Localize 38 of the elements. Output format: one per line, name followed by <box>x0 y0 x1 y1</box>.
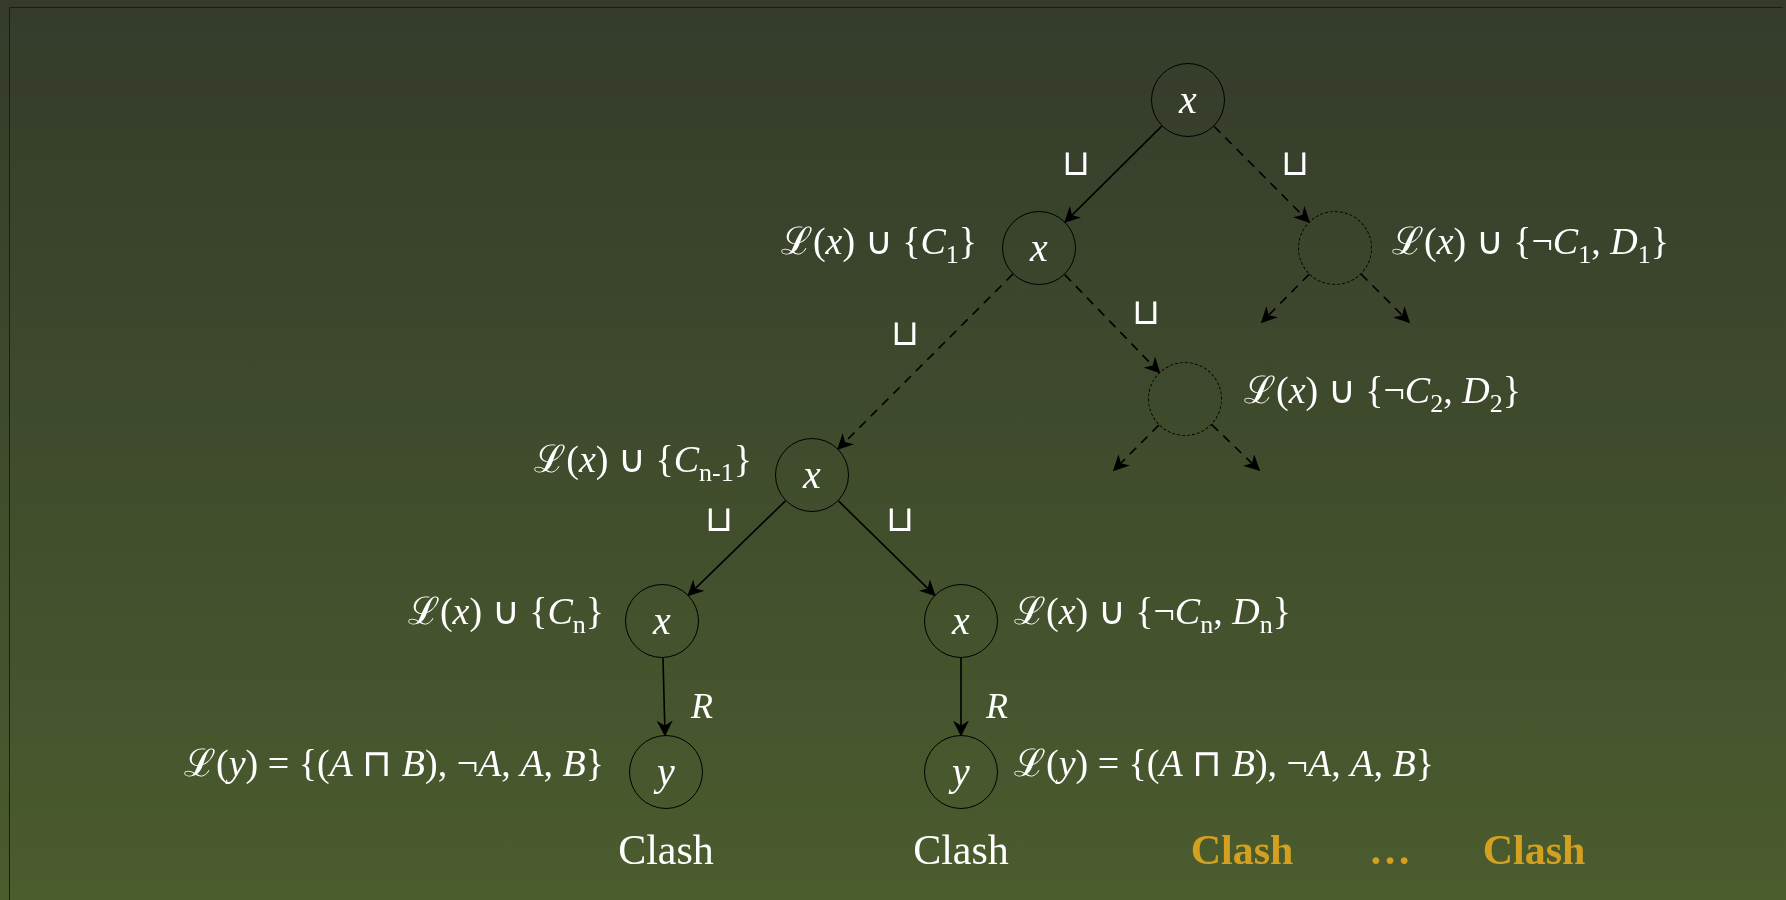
arrow <box>837 273 1014 450</box>
arrow <box>1360 273 1411 324</box>
edge-label: ⊔ <box>1281 145 1309 181</box>
edge-label: R <box>986 688 1008 724</box>
edge-label: ⊔ <box>886 501 914 537</box>
result-label: Clash <box>913 829 1009 871</box>
variable-label: x <box>653 601 671 641</box>
arrow <box>953 657 969 737</box>
arrow <box>1210 423 1261 472</box>
label-set: ℒ(x) ∪ {¬C$_{1}$, D$_{1}$} <box>1392 222 1669 268</box>
edge-label: ⊔ <box>891 315 919 351</box>
label-set: ℒ(y) = {(A ⊓ B), ¬A, A, B} <box>1014 744 1434 782</box>
label-set: ℒ(x) ∪ {C$_{n}$} <box>407 592 604 638</box>
edge-label: ⊔ <box>1062 145 1090 181</box>
result-label: … <box>1369 829 1411 871</box>
result-label: Clash <box>618 829 714 871</box>
edge-label: ⊔ <box>705 501 733 537</box>
arrow <box>656 657 673 737</box>
label-set: ℒ(x) ∪ {¬C$_{2}$, D$_{2}$} <box>1244 371 1521 417</box>
arrow <box>687 500 787 597</box>
variable-label: x <box>1179 80 1197 120</box>
variable-label: x <box>952 601 970 641</box>
label-set: ℒ(y) = {(A ⊓ B), ¬A, A, B} <box>184 744 604 782</box>
arrow <box>837 500 936 597</box>
arrow <box>1064 125 1163 224</box>
arrow <box>1213 125 1311 223</box>
edge-label: R <box>691 688 713 724</box>
label-set: ℒ(x) ∪ {¬C$_{n}$, D$_{n}$} <box>1014 592 1291 638</box>
variable-label: x <box>803 455 821 495</box>
edge-label: ⊔ <box>1132 294 1160 330</box>
result-label: Clash <box>1482 829 1586 871</box>
label-set: ℒ(x) ∪ {C$_{1}$} <box>780 222 977 268</box>
arrow <box>1112 424 1160 472</box>
label-set: ℒ(x) ∪ {C$_{n-1}$} <box>534 440 752 486</box>
variable-label: x <box>1030 228 1048 268</box>
result-label: Clash <box>1190 829 1294 871</box>
arrow <box>1063 273 1161 374</box>
arrow <box>1260 273 1310 324</box>
